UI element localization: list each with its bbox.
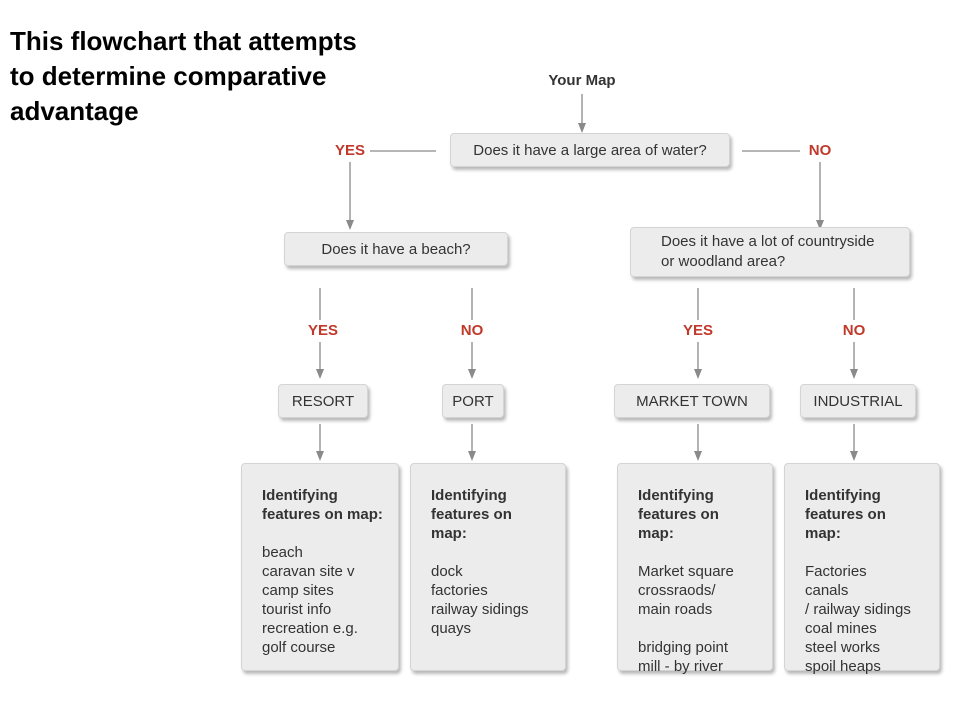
feature-item: steel works (805, 639, 881, 656)
outcome-industrial-label: INDUSTRIAL (813, 392, 903, 410)
question-countryside-text: Does it have a lot of countryside or woo… (661, 233, 875, 270)
features-resort-list: beach caravan site v camp sites tourist … (262, 543, 384, 657)
outcome-resort-label: RESORT (291, 392, 355, 410)
feature-item: crossraods/ (638, 582, 716, 599)
features-market-town: Identifying features on map: Market squa… (617, 463, 773, 675)
answer-q3-no: NO (842, 322, 866, 339)
feature-item (638, 619, 758, 638)
feature-item: Market square (638, 563, 734, 580)
feature-item: railway sidings (431, 601, 529, 618)
features-industrial: Identifying features on map: Factories c… (784, 463, 940, 675)
features-port-list: dock factories railway sidings quays (431, 562, 551, 638)
features-resort: Identifying features on map: beach carav… (241, 463, 399, 671)
outcome-industrial: INDUSTRIAL (800, 384, 916, 418)
feature-item: dock (431, 563, 463, 580)
feature-item: beach (262, 544, 303, 561)
features-industrial-list: Factories canals / railway sidings coal … (805, 562, 925, 676)
feature-item: main roads (638, 601, 713, 618)
feature-item: camp sites (262, 582, 334, 599)
answer-q3-yes: YES (682, 322, 713, 339)
features-market-town-heading: Identifying features on map: (638, 487, 719, 542)
feature-item: tourist info (262, 601, 332, 618)
feature-item: Factories (805, 563, 867, 580)
features-market-town-list: Market square crossraods/ main roads bri… (638, 562, 758, 676)
feature-item: mill - by river (638, 658, 723, 675)
feature-item: spoil heaps (805, 658, 881, 675)
question-countryside: Does it have a lot of countryside or woo… (630, 227, 910, 277)
feature-item: bridging point (638, 639, 729, 656)
question-beach-text: Does it have a beach? (321, 240, 471, 258)
features-port: Identifying features on map: dock factor… (410, 463, 566, 671)
feature-item: canals (805, 582, 849, 599)
question-large-water: Does it have a large area of water? (450, 133, 730, 167)
outcome-port-label: PORT (452, 392, 494, 410)
question-large-water-text: Does it have a large area of water? (473, 141, 707, 159)
answer-q2-no: NO (460, 322, 484, 339)
feature-item: quays (431, 620, 472, 637)
features-port-heading: Identifying features on map: (431, 487, 512, 542)
outcome-port: PORT (442, 384, 504, 418)
feature-item: coal mines (805, 620, 877, 637)
answer-q1-no: NO (808, 142, 832, 159)
features-industrial-heading: Identifying features on map: (805, 487, 886, 542)
outcome-market-town: MARKET TOWN (614, 384, 770, 418)
outcome-market-town-label: MARKET TOWN (636, 392, 748, 410)
answer-q2-yes: YES (307, 322, 338, 339)
question-beach: Does it have a beach? (284, 232, 508, 266)
feature-item: recreation e.g. (262, 620, 358, 637)
answer-q1-yes: YES (334, 142, 365, 159)
feature-item: caravan site v (262, 563, 355, 580)
outcome-resort: RESORT (278, 384, 368, 418)
slide-title: This flowchart that attempts to determin… (10, 26, 357, 126)
feature-item: factories (431, 582, 488, 599)
feature-item: golf course (262, 639, 336, 656)
feature-item: / railway sidings (805, 601, 911, 618)
features-resort-heading: Identifying features on map: (262, 487, 383, 523)
start-label: Your Map (548, 72, 616, 89)
